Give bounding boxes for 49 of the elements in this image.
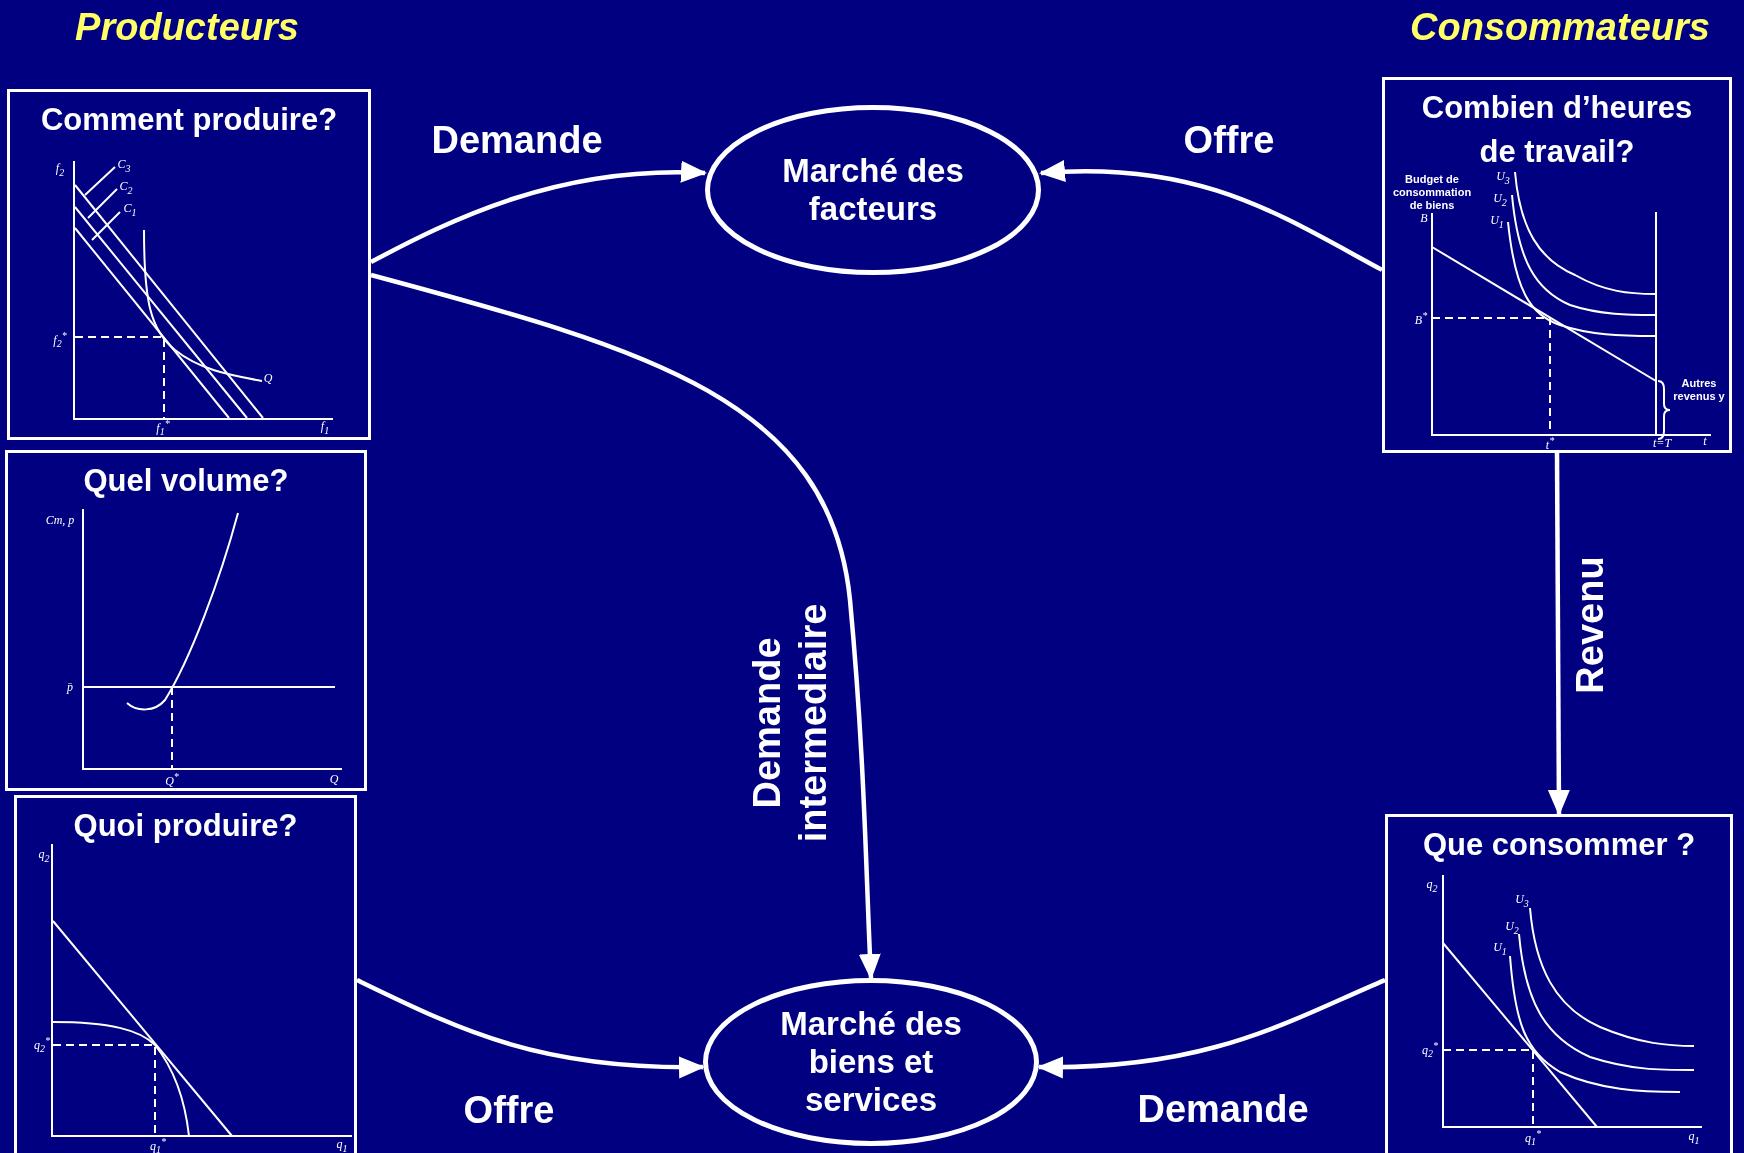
graph-label: B [1420, 212, 1428, 224]
graph-label: U$_{2}$ [1493, 192, 1507, 208]
graph-label: q$_{1}$ [336, 1138, 348, 1153]
graph-label: Q [263, 372, 273, 384]
graph-label: Autres revenus y [1672, 377, 1726, 403]
graph-label: U$_{1}$ [1490, 214, 1504, 230]
panel-heading: Combien d’heures de travail? [1420, 89, 1694, 171]
group-title: Consommateurs [1410, 5, 1710, 49]
panel-heading: Comment produire? [40, 101, 338, 139]
graph-label: f$_{1}$ [320, 420, 330, 436]
graph-label: p̄ [67, 681, 73, 693]
market-ellipse [705, 105, 1041, 275]
question-panel [1382, 77, 1732, 453]
graph-label: q$_{1}$ [1688, 1130, 1700, 1146]
graph-label: B$^{*}$ [1414, 310, 1428, 326]
question-panel [1385, 814, 1733, 1153]
arrow [356, 978, 705, 1078]
graph-label: f$_{2}$ [55, 162, 65, 178]
arrow [370, 272, 881, 980]
graph-label: C$_{1}$ [123, 202, 137, 218]
graph-label: U$_{3}$ [1496, 170, 1510, 186]
graph-label: C$_{3}$ [117, 158, 131, 174]
graph-label: q$_{2}$ [1426, 878, 1438, 894]
panel-heading: Que consommer ? [1422, 826, 1696, 864]
panel-heading: Quel volume? [83, 462, 289, 500]
graph-label: Budget de consommation de biens [1392, 172, 1472, 212]
question-panel [7, 89, 371, 440]
arrow [1039, 160, 1384, 272]
question-panel [5, 450, 367, 791]
graph-label: t=T [1652, 437, 1672, 449]
graph-label: Q$^{*}$ [165, 771, 179, 787]
arrow [1037, 978, 1386, 1078]
market-label: Marché des biens et services [779, 1005, 963, 1119]
graph-label: Q [329, 773, 339, 785]
group-title: Producteurs [75, 5, 299, 49]
graph-label: t [1703, 435, 1707, 447]
graph-label: U$_{3}$ [1515, 893, 1529, 909]
graph-label: q$_{2}$ [38, 848, 50, 864]
arrow [1547, 453, 1570, 816]
graph-label: C$_{2}$ [119, 180, 133, 196]
market-label: Marché des facteurs [781, 152, 965, 228]
graph-label: Cm, p [45, 514, 75, 526]
panel-heading: Quoi produire? [73, 807, 298, 845]
arrow [369, 161, 707, 265]
graph-label: U$_{1}$ [1493, 941, 1507, 957]
question-panel [14, 795, 357, 1153]
market-ellipse [703, 978, 1039, 1146]
graph-label: U$_{2}$ [1505, 920, 1519, 936]
graph-label: t$^{*}$ [1545, 435, 1555, 451]
